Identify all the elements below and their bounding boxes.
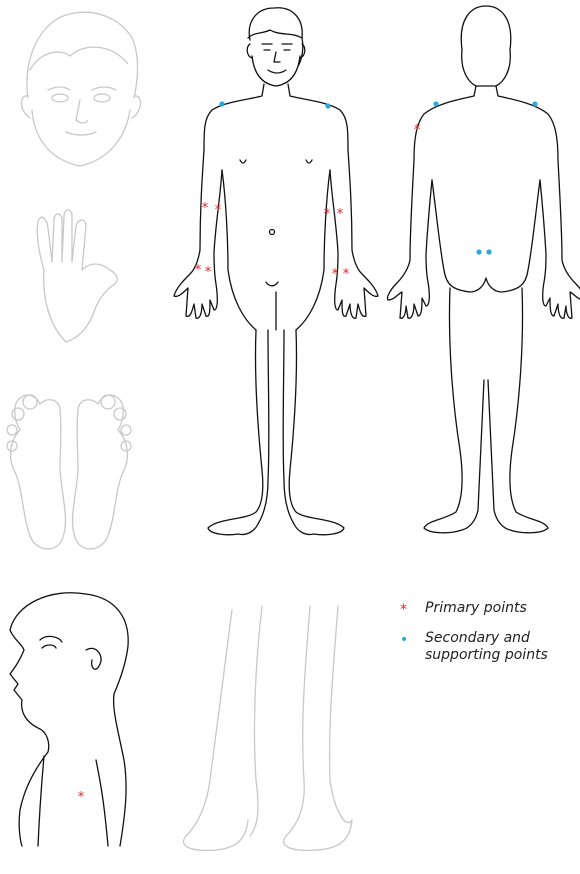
- primary-point: *: [195, 263, 202, 278]
- secondary-point: [486, 249, 491, 254]
- hand-outline: [37, 210, 117, 342]
- primary-point: *: [414, 123, 421, 138]
- primary-point: *: [78, 790, 85, 805]
- face-outline: [22, 12, 141, 166]
- secondary-point: [325, 103, 330, 108]
- primary-point: *: [202, 201, 209, 216]
- legend-primary-label: Primary points: [425, 600, 527, 617]
- primary-point: *: [205, 265, 212, 280]
- secondary-point: [476, 249, 481, 254]
- legs-side-outline: [184, 606, 352, 850]
- secondary-point: [433, 101, 438, 106]
- primary-marker-icon: *: [400, 601, 407, 619]
- secondary-marker-icon: •: [400, 631, 408, 649]
- secondary-point: [532, 101, 537, 106]
- feet-outline: [7, 395, 131, 549]
- primary-point: *: [324, 207, 331, 222]
- primary-point: *: [343, 267, 350, 282]
- legend-secondary-label: Secondary and supporting points: [425, 630, 580, 664]
- primary-point: *: [215, 203, 222, 218]
- legend: * Primary points • Secondary and support…: [400, 600, 580, 674]
- profile-figure: [10, 593, 128, 846]
- back-body-figure: [387, 6, 580, 533]
- primary-point: *: [332, 267, 339, 282]
- secondary-point: [219, 101, 224, 106]
- primary-points: * * * * * * * * * *: [78, 123, 421, 805]
- secondary-points: [219, 101, 537, 254]
- primary-point: *: [337, 207, 344, 222]
- legend-primary: * Primary points: [400, 600, 580, 624]
- legend-secondary: • Secondary and supporting points: [400, 630, 580, 674]
